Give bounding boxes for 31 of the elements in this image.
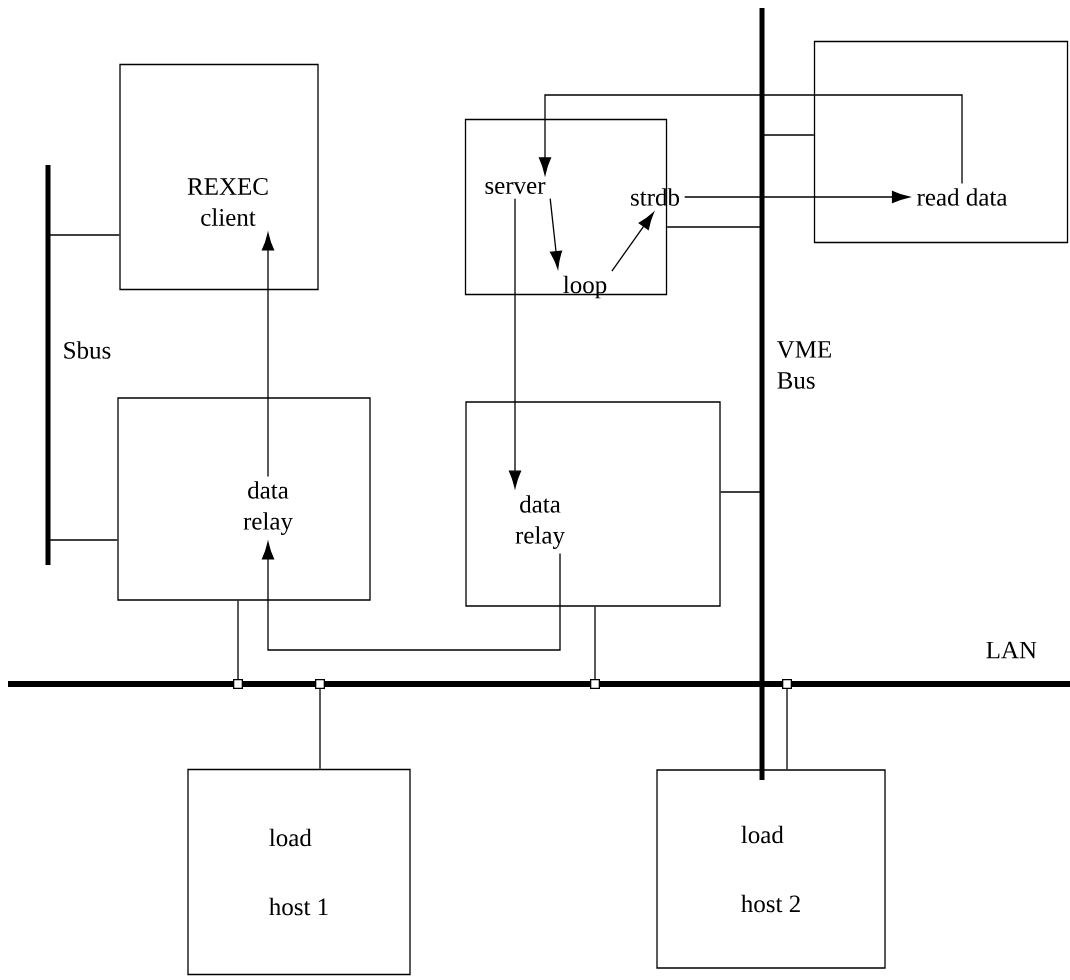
- connector-line: [666, 226, 763, 228]
- connector-line: [720, 491, 763, 493]
- arrow: [538, 94, 963, 185]
- bus-label: Sbus: [64, 341, 111, 359]
- arrow: [261, 541, 561, 651]
- lan-tap-line: [590, 606, 600, 689]
- process-box: [119, 63, 319, 291]
- process-box: [117, 397, 371, 601]
- arrow: [549, 198, 563, 269]
- process-label: data relay: [515, 495, 565, 549]
- process-box: load host 2: [656, 769, 886, 969]
- process-label: loop: [563, 275, 607, 299]
- connector-line: [47, 234, 120, 236]
- bus-label: VME Bus: [776, 341, 831, 389]
- connector-line: [47, 539, 118, 541]
- lan-tap-line: [782, 679, 792, 770]
- process-label: REXEC client: [187, 178, 268, 226]
- process-box: load host 1: [187, 768, 411, 976]
- lan-tap-line: [233, 600, 243, 689]
- arrow: [684, 190, 910, 204]
- process-label: read data: [917, 188, 1008, 206]
- arrow: [611, 212, 654, 272]
- arrow: [261, 232, 275, 478]
- process-label: server: [485, 182, 546, 194]
- process-box: [813, 40, 1069, 244]
- process-label: data relay: [243, 481, 293, 535]
- arrow: [508, 198, 522, 489]
- bus-label: LAN: [986, 641, 1037, 659]
- lan-tap-line: [315, 679, 325, 770]
- connector-line: [761, 134, 815, 136]
- process-box: [465, 401, 721, 607]
